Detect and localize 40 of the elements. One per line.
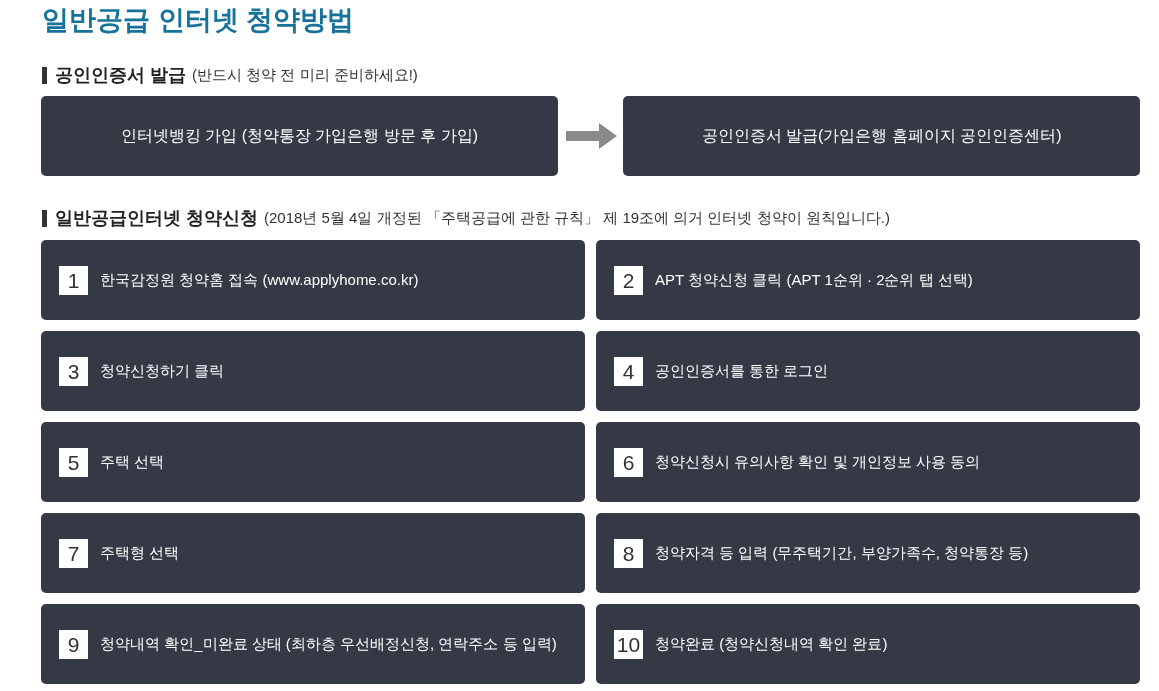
step-card bbox=[41, 604, 585, 684]
section-heading: 일반공급인터넷 청약신청 bbox=[55, 206, 258, 230]
process-text: 공인인증서 발급(가입은행 홈페이지 공인인증센터) bbox=[701, 126, 1062, 146]
step-card bbox=[596, 422, 1140, 502]
step-number: 7 bbox=[59, 538, 88, 568]
process-box bbox=[41, 96, 558, 176]
step-text: 한국감정원 청약홈 접속 (www.applyhome.co.kr) bbox=[100, 270, 419, 290]
process-text: 인터넷뱅킹 가입 (청약통장 가입은행 방문 후 가입) bbox=[120, 126, 479, 146]
step-text: 공인인증서를 통한 로그인 bbox=[655, 361, 829, 381]
arrow bbox=[566, 123, 617, 149]
step-card bbox=[596, 604, 1140, 684]
step-number: 1 bbox=[59, 265, 88, 295]
step-number: 10 bbox=[614, 629, 643, 659]
step-text: 청약신청시 유의사항 확인 및 개인정보 사용 동의 bbox=[655, 452, 980, 472]
step-number: 2 bbox=[614, 265, 643, 295]
step-text: 주택 선택 bbox=[100, 452, 165, 472]
section-heading: 공인인증서 발급 bbox=[55, 63, 186, 87]
section-note: (2018년 5월 4일 개정된 「주택공급에 관한 규칙」 제 19조에 의거 인터넷 청약이 원칙입니다.) bbox=[264, 207, 890, 228]
step-card bbox=[596, 513, 1140, 593]
step-text: APT 청약신청 클릭 (APT 1순위 · 2순위 탭 선택) bbox=[655, 270, 973, 290]
step-text: 청약내역 확인_미완료 상태 (최하층 우선배정신청, 연락주소 등 입력) bbox=[100, 634, 557, 654]
step-number: 3 bbox=[59, 356, 88, 386]
step-card bbox=[41, 240, 585, 320]
step-text: 청약완료 (청약신청내역 확인 완료) bbox=[655, 634, 888, 654]
step-card bbox=[41, 422, 585, 502]
step-text: 주택형 선택 bbox=[100, 543, 180, 563]
step-card bbox=[41, 331, 585, 411]
process-box bbox=[623, 96, 1140, 176]
step-number: 6 bbox=[614, 447, 643, 477]
step-card bbox=[41, 513, 585, 593]
step-number: 8 bbox=[614, 538, 643, 568]
step-number: 4 bbox=[614, 356, 643, 386]
section-note: (반드시 청약 전 미리 준비하세요!) bbox=[192, 64, 418, 85]
step-card bbox=[596, 331, 1140, 411]
step-number: 9 bbox=[59, 629, 88, 659]
step-text: 청약신청하기 클릭 bbox=[100, 361, 225, 381]
page-title: 일반공급 인터넷 청약방법 bbox=[42, 4, 354, 37]
step-text: 청약자격 등 입력 (무주택기간, 부양가족수, 청약통장 등) bbox=[655, 543, 1029, 563]
step-number: 5 bbox=[59, 447, 88, 477]
step-card bbox=[596, 240, 1140, 320]
